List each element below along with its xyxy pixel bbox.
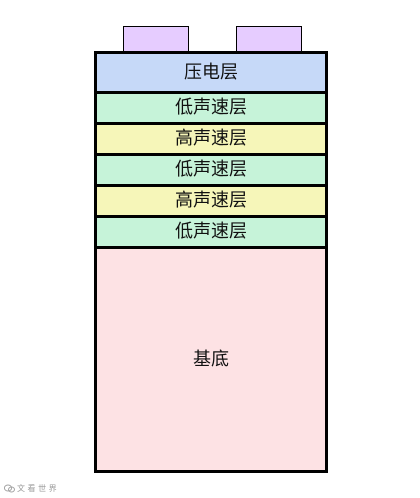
electrode-left [123, 26, 189, 52]
electrode-right [236, 26, 302, 52]
layer-low-velocity-3: 低声速层 [94, 215, 328, 249]
layer-label: 基底 [193, 348, 229, 370]
layer-label: 低声速层 [175, 221, 247, 242]
layer-label: 高声速层 [175, 190, 247, 211]
layer-substrate: 基底 [94, 246, 328, 473]
layer-label: 低声速层 [175, 97, 247, 118]
layer-label: 高声速层 [175, 128, 247, 149]
layer-label: 低声速层 [175, 159, 247, 180]
wechat-logo-icon [4, 484, 15, 493]
layer-label: 压电层 [184, 61, 238, 83]
watermark-text: 文 看 世 界 [17, 484, 57, 493]
layer-piezoelectric: 压电层 [94, 51, 328, 94]
layer-high-velocity-2: 高声速层 [94, 184, 328, 218]
layer-high-velocity-1: 高声速层 [94, 122, 328, 156]
layer-low-velocity-2: 低声速层 [94, 153, 328, 187]
watermark: 文 看 世 界 [4, 483, 57, 494]
layer-low-velocity-1: 低声速层 [94, 91, 328, 125]
